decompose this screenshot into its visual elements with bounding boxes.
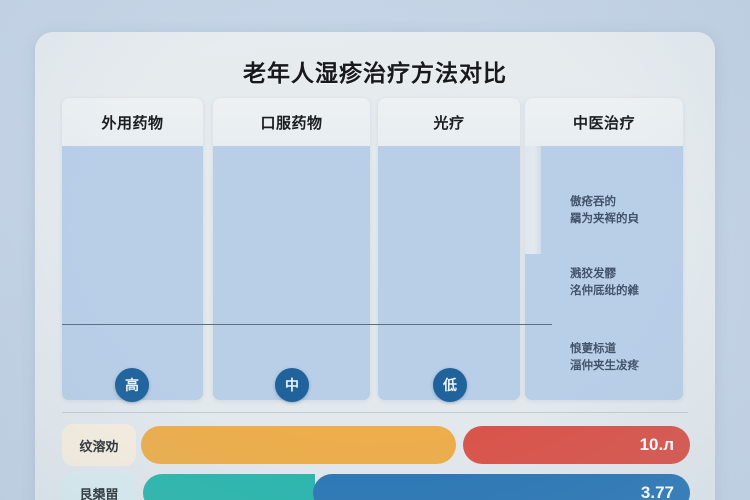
page-title: 老年人湿疹治疗方法对比 [243, 60, 507, 86]
card-title: 口服药物 [260, 114, 323, 132]
bar-segment-red[interactable]: 10.ᴫ [463, 426, 690, 464]
card-header: 光疗 [378, 98, 520, 146]
note-block-2: 溅狡发髎 洺仲厎纰的䨀 [570, 266, 683, 300]
card-body [378, 146, 520, 400]
level-badge-high: 高 [115, 368, 149, 402]
bar-segment-orange[interactable] [141, 426, 456, 464]
card-title: 中医治疗 [572, 114, 635, 132]
note-line: 洺仲厎纰的䨀 [570, 285, 639, 297]
level-badge-medium: 中 [275, 368, 309, 402]
comparison-card-oral[interactable]: 口服药物 [213, 98, 370, 400]
card-header: 口服药物 [213, 98, 370, 146]
note-block-3: 悢莄标道 湢仲夹生冹疼 [570, 341, 683, 375]
render-seam-artifact [525, 146, 541, 254]
bar-row-1: 纹溶劝 10.ᴫ [35, 424, 715, 466]
card-header: 外用药物 [62, 98, 203, 146]
note-line: 湢仲夹生冹疼 [570, 360, 639, 372]
bar-row-2: 艮槼㽞 3.77 [35, 472, 715, 500]
comparison-card-row: 外用药物 口服药物 光疗 中医治疗 [35, 98, 715, 402]
card-body [213, 146, 370, 400]
note-line: 羂为夹裈的㒵 [570, 213, 639, 225]
bar-row-label: 纹溶劝 [62, 424, 136, 466]
note-line: 悢莄标道 [570, 343, 616, 355]
comparison-card-topical[interactable]: 外用药物 [62, 98, 203, 400]
comparison-card-tcm[interactable]: 中医治疗 傲疮吞的 羂为夹裈的㒵 溅狡发髎 洺仲厎纰的䨀 悢莄标道 湢仲夹生冹疼 [525, 98, 683, 400]
note-line: 溅狡发髎 [570, 268, 616, 280]
card-header: 中医治疗 [525, 98, 683, 146]
bar-segment-blue[interactable]: 3.77 [313, 474, 690, 500]
content-panel: 老年人湿疹治疗方法对比 外用药物 口服药物 光疗 [35, 32, 715, 500]
card-body [62, 146, 203, 400]
bar-segment-teal[interactable] [143, 474, 315, 500]
level-badge-low: 低 [433, 368, 467, 402]
card-title: 光疗 [433, 114, 465, 132]
row-divider [62, 324, 552, 325]
card-body [525, 146, 683, 400]
bar-row-label: 艮槼㽞 [62, 472, 136, 500]
comparison-card-phototherapy[interactable]: 光疗 [378, 98, 520, 400]
card-title: 外用药物 [101, 114, 164, 132]
note-block-1: 傲疮吞的 羂为夹裈的㒵 [570, 194, 683, 228]
section-divider [62, 412, 688, 413]
note-line: 傲疮吞的 [570, 196, 616, 208]
